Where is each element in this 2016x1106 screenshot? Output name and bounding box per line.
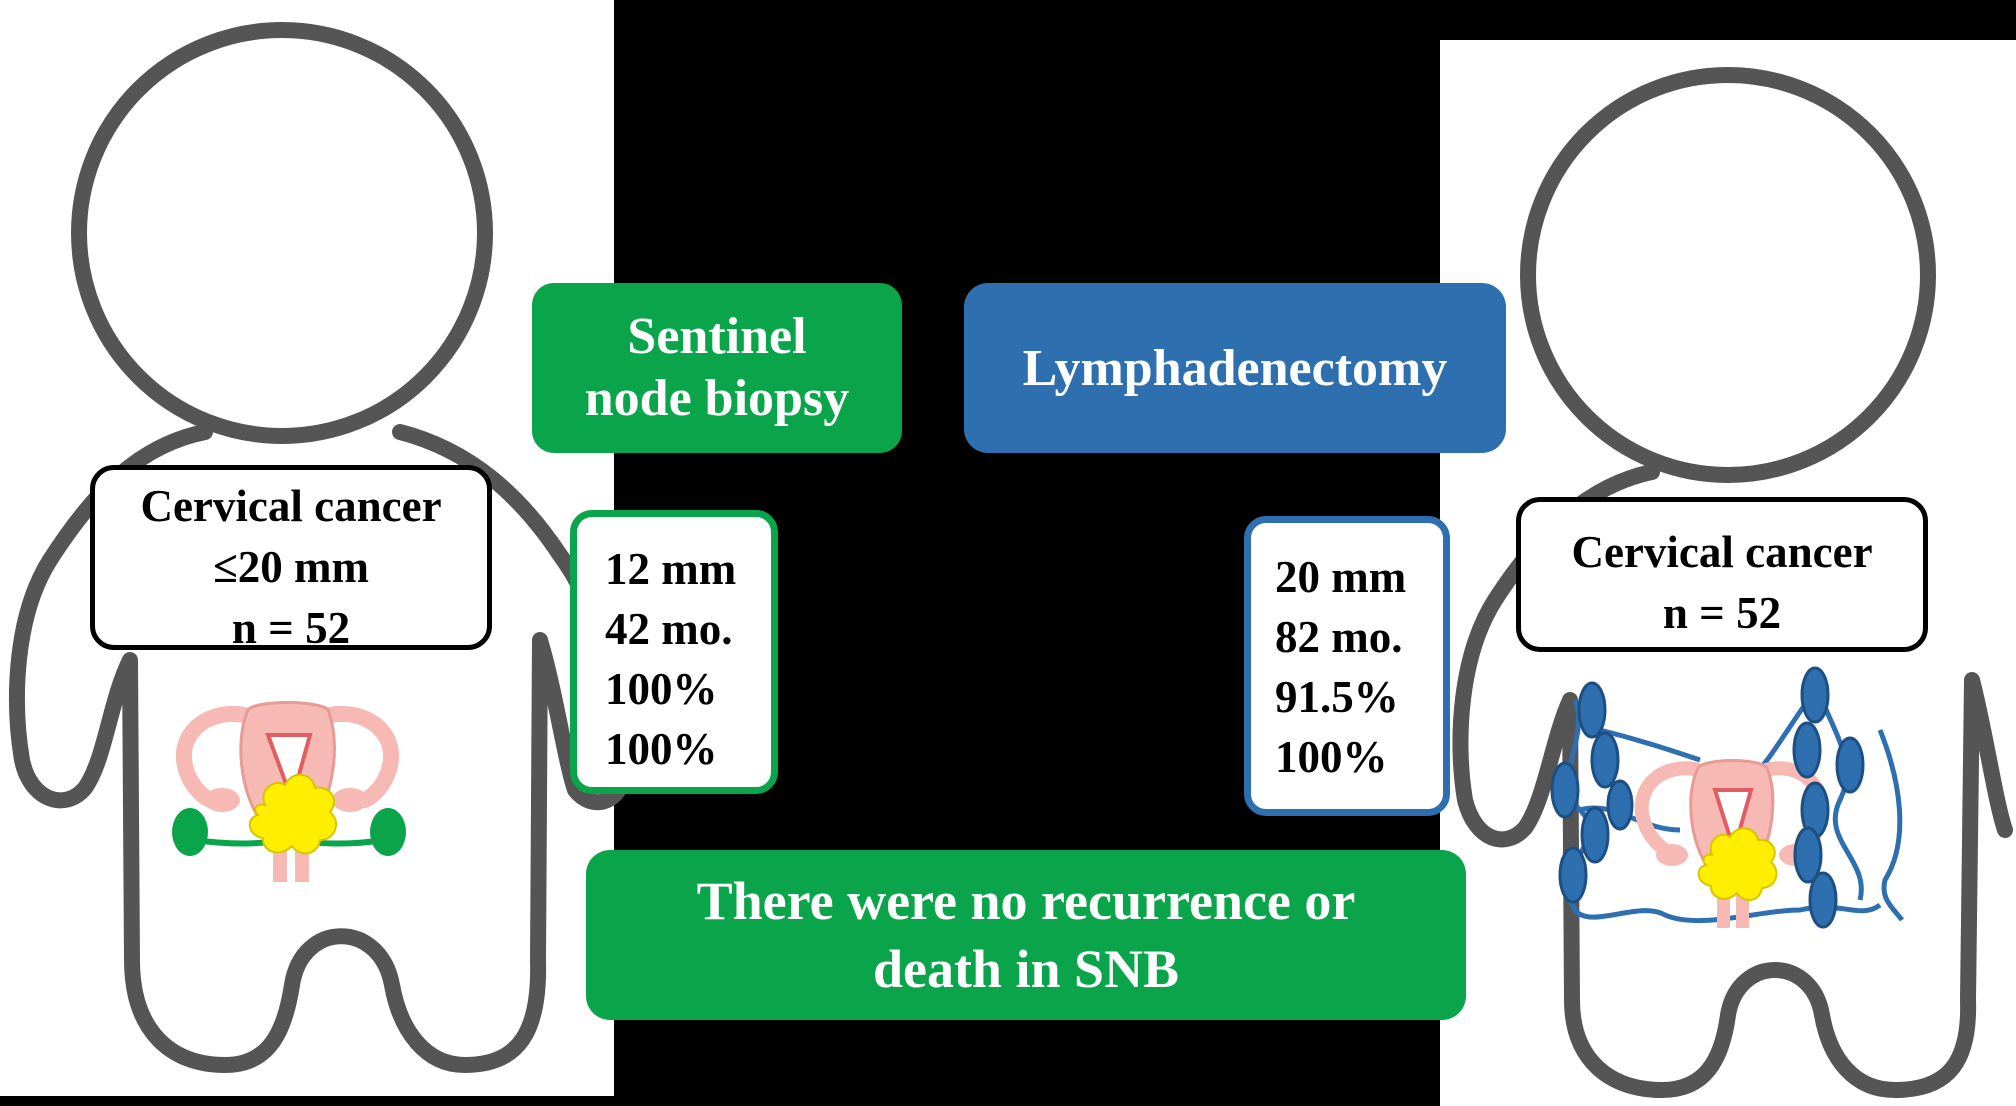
right-patient-label: Cervical cancer n = 52 xyxy=(1516,497,1928,652)
snb-line-1: Sentinel xyxy=(627,308,807,365)
left-stats-box: 12 mm 42 mo. 100% 100% xyxy=(570,510,778,794)
right-label-line-2: n = 52 xyxy=(1662,588,1782,638)
left-label-line-2: ≤20 mm xyxy=(213,542,369,592)
sentinel-node-icon xyxy=(370,808,406,856)
right-stat-followup: 82 mo. xyxy=(1275,612,1403,662)
lymph-node-icon xyxy=(1577,681,1607,739)
sentinel-node-biopsy-label: Sentinel node biopsy xyxy=(532,283,902,453)
left-stat-followup: 42 mo. xyxy=(605,604,733,654)
lymphadenectomy-label: Lymphadenectomy xyxy=(964,283,1506,453)
lymph-node-icon xyxy=(1835,736,1865,794)
lymph-node-icon xyxy=(1808,871,1838,929)
conclusion-line-1: There were no recurrence or xyxy=(696,871,1356,931)
lymph-node-icon xyxy=(1580,806,1610,864)
left-stat-rate-2: 100% xyxy=(605,724,718,774)
left-patient-label: Cervical cancer ≤20 mm n = 52 xyxy=(90,465,492,653)
lymph-node-icon xyxy=(1558,846,1588,904)
lymph-node-icon xyxy=(1800,666,1830,724)
lymph-node-icon xyxy=(1590,731,1620,789)
right-stat-rate-2: 100% xyxy=(1275,732,1388,782)
left-person-figure xyxy=(9,22,634,1073)
person-body-outline-icon xyxy=(1452,464,2013,1098)
lymph-node-icon xyxy=(1792,721,1822,779)
left-label-line-1: Cervical cancer xyxy=(140,481,442,531)
left-stat-rate-1: 100% xyxy=(605,664,718,714)
right-stat-rate-1: 91.5% xyxy=(1275,672,1399,722)
lymph-node-icon xyxy=(1793,826,1823,884)
right-label-line-1: Cervical cancer xyxy=(1571,527,1873,577)
lymph-node-icon xyxy=(1606,779,1634,831)
snb-line-2: node biopsy xyxy=(584,370,850,427)
tumor-icon xyxy=(248,773,338,855)
right-stats-box: 20 mm 82 mo. 91.5% 100% xyxy=(1244,516,1450,816)
right-person-figure xyxy=(1452,67,2013,1098)
tumor-icon xyxy=(1697,827,1778,901)
conclusion-banner: There were no recurrence or death in SNB xyxy=(586,850,1466,1020)
person-head-icon xyxy=(1520,67,1936,483)
conclusion-line-2: death in SNB xyxy=(872,939,1180,999)
left-label-line-3: n = 52 xyxy=(231,603,351,653)
left-stat-size: 12 mm xyxy=(605,544,737,594)
lymph-node-icon xyxy=(1550,761,1580,819)
sentinel-node-icon xyxy=(172,808,208,856)
person-head-icon xyxy=(71,22,493,444)
right-stat-size: 20 mm xyxy=(1275,552,1407,602)
